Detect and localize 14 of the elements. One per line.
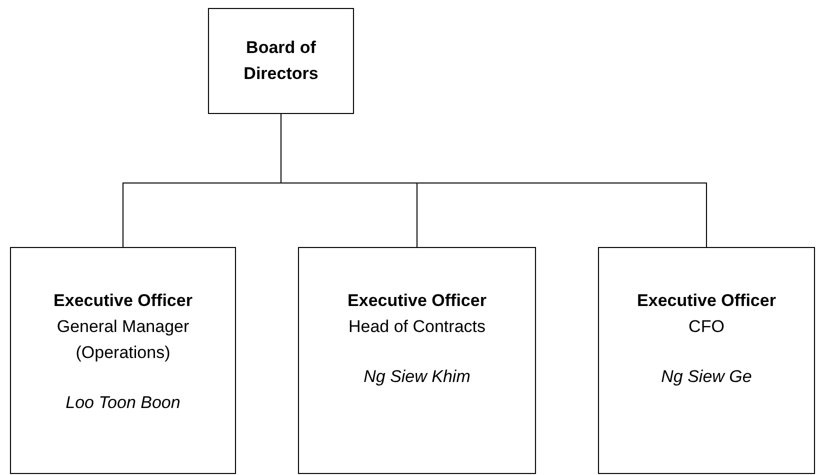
role-title: Executive Officer bbox=[52, 290, 194, 312]
org-box bbox=[10, 247, 236, 474]
box-title: Board of Directors bbox=[242, 37, 320, 85]
person-name: Loo Toon Boon bbox=[64, 392, 182, 414]
role-title: Executive Officer bbox=[636, 290, 777, 312]
role-title: Executive Officer bbox=[346, 290, 488, 312]
person-name: Ng Siew Ge bbox=[660, 366, 753, 388]
org-box bbox=[298, 247, 536, 474]
org-box bbox=[598, 247, 815, 474]
org-box bbox=[208, 8, 354, 114]
position-title: General Manager (Operations) bbox=[56, 316, 190, 364]
position-title: Head of Contracts bbox=[347, 316, 486, 338]
person-name: Ng Siew Khim bbox=[362, 366, 472, 388]
position-title: CFO bbox=[688, 316, 726, 338]
